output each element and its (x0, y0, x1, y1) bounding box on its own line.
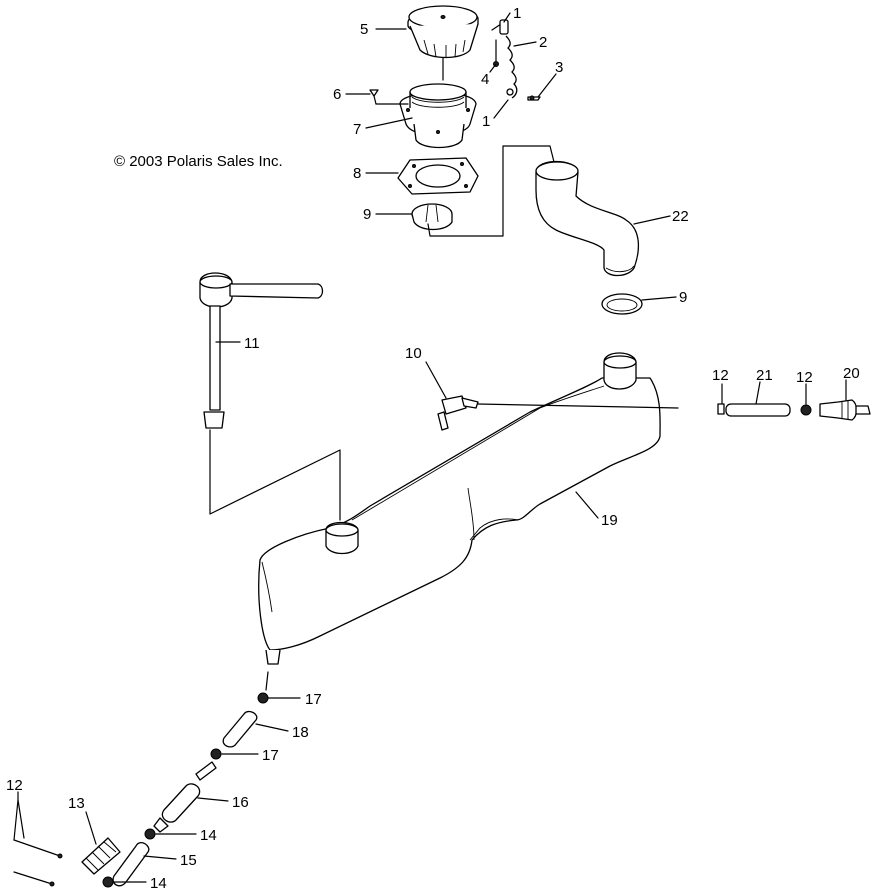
callout-12-left: 12 (712, 367, 729, 384)
part-13-spring (81, 837, 121, 875)
callout-19: 19 (601, 512, 618, 529)
part-16-fuel-filter (153, 761, 217, 833)
callout-2: 2 (539, 34, 547, 51)
callout-7: 7 (353, 121, 361, 138)
callout-11: 11 (244, 335, 260, 352)
part-14-clamp-lower (102, 876, 114, 888)
part-1-4-tether-assembly (491, 19, 541, 101)
part-15-hose (112, 842, 150, 887)
part-10-vent-fitting (437, 395, 679, 431)
callout-20: 20 (843, 365, 860, 382)
callout-12-right: 12 (796, 369, 813, 386)
part-21-vent-hose (717, 403, 812, 417)
leader-lines (13, 12, 847, 883)
part-22-filler-hose (535, 160, 639, 277)
part-9-clamp-upper (411, 203, 453, 231)
part-17-clamp-upper (257, 692, 269, 704)
callout-21: 21 (756, 367, 773, 384)
callout-1-bottom: 1 (482, 113, 490, 130)
callout-15: 15 (180, 852, 197, 869)
part-5-fuel-cap (407, 5, 479, 59)
part-20-check-valve (819, 399, 871, 421)
callout-1-top: 1 (513, 5, 521, 22)
part-6-screw (369, 89, 409, 105)
part-18-hose (222, 710, 258, 748)
callout-22: 22 (672, 208, 689, 225)
part-8-gasket (397, 157, 479, 195)
callout-13: 13 (68, 795, 85, 812)
callout-17-lower: 17 (262, 747, 279, 764)
part-12-wire-ties (13, 839, 63, 887)
callout-17-upper: 17 (305, 691, 322, 708)
callout-numbers: 5 1 2 3 4 1 6 7 8 9 22 9 11 10 12 21 12 … (6, 5, 860, 890)
callout-9-upper: 9 (363, 206, 371, 223)
callout-9-lower: 9 (679, 289, 687, 306)
callout-14-lower: 14 (150, 875, 167, 890)
callout-14-upper: 14 (200, 827, 217, 844)
part-17-clamp-lower (210, 748, 222, 760)
callout-8: 8 (353, 165, 361, 182)
callout-18: 18 (292, 724, 309, 741)
callout-10: 10 (405, 345, 422, 362)
callout-6: 6 (333, 86, 341, 103)
part-14-clamp-upper (144, 828, 156, 840)
callout-12-bottom: 12 (6, 777, 23, 794)
part-11-fuel-pickup (199, 272, 324, 429)
part-19-fuel-tank (258, 352, 661, 665)
part-9-clamp-lower (601, 293, 643, 315)
callout-3: 3 (555, 59, 563, 76)
part-7-filler-neck (399, 83, 477, 149)
callout-5: 5 (360, 21, 368, 38)
callout-4: 4 (481, 71, 489, 88)
copyright-notice: © 2003 Polaris Sales Inc. (114, 153, 283, 170)
callout-16: 16 (232, 794, 249, 811)
